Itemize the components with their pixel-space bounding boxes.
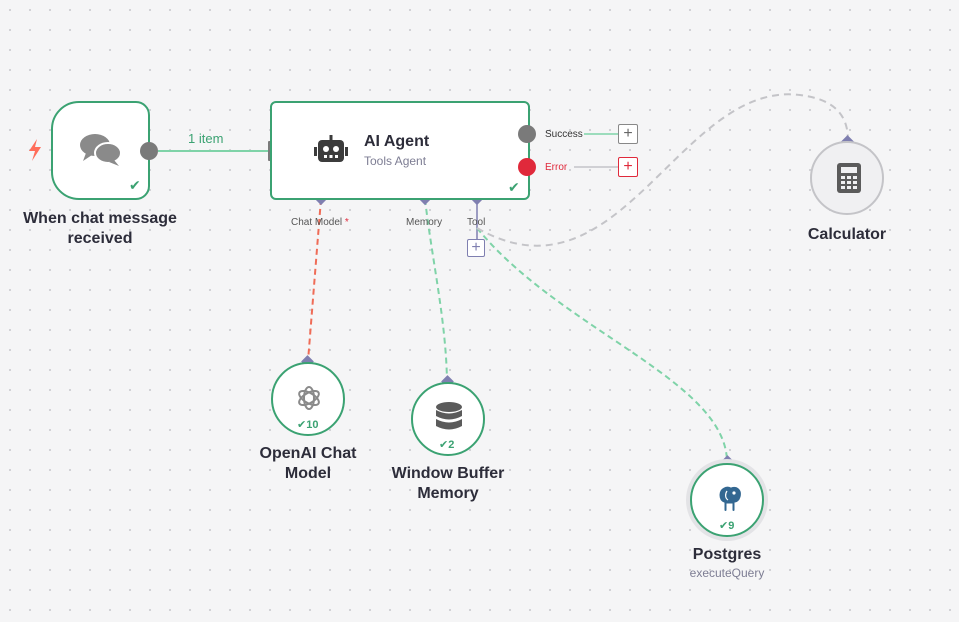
postgres-count-value: 9 bbox=[728, 520, 735, 532]
success-output-label: Success bbox=[545, 129, 583, 140]
chat-bubbles-icon bbox=[78, 132, 124, 173]
trigger-output-connector[interactable] bbox=[140, 142, 158, 160]
openai-run-count: ✔10 bbox=[297, 418, 318, 431]
calculator-node-label: Calculator bbox=[807, 226, 887, 243]
error-output-connector[interactable] bbox=[518, 158, 536, 176]
calculator-node[interactable] bbox=[810, 141, 884, 215]
memory-node-label: Window Buffer Memory bbox=[391, 465, 505, 502]
chat-model-connection[interactable] bbox=[307, 198, 322, 362]
window-buffer-memory-node[interactable]: ✔2 bbox=[411, 382, 485, 456]
chat-model-port-text: Chat Model bbox=[291, 217, 343, 228]
add-success-node-button[interactable]: + bbox=[618, 124, 638, 144]
agent-subtitle: Tools Agent bbox=[364, 154, 427, 168]
trigger-node-label: When chat message received bbox=[23, 210, 177, 247]
openai-node-label: OpenAI Chat Model bbox=[259, 445, 357, 482]
postgres-run-count: ✔9 bbox=[719, 519, 734, 532]
required-asterisk: * bbox=[344, 217, 349, 228]
calculator-connection[interactable] bbox=[476, 93, 849, 247]
add-tool-button[interactable]: + bbox=[467, 239, 485, 257]
memory-run-count: ✔2 bbox=[439, 438, 454, 451]
postgres-elephant-icon bbox=[713, 483, 745, 520]
calculator-icon bbox=[837, 163, 861, 198]
success-check-icon: ✔ bbox=[508, 179, 520, 195]
success-check-icon: ✔ bbox=[129, 177, 141, 193]
postgres-node-subtitle: executeQuery bbox=[689, 566, 765, 580]
postgres-node-label: Postgres bbox=[692, 546, 762, 563]
error-output-label: Error bbox=[545, 162, 568, 173]
success-output-connector[interactable] bbox=[518, 125, 536, 143]
memory-count-value: 2 bbox=[448, 439, 455, 451]
memory-connection[interactable] bbox=[424, 198, 448, 382]
edge-item-count-label: 1 item bbox=[188, 131, 224, 146]
openai-count-value: 10 bbox=[306, 419, 319, 431]
trigger-bolt-icon bbox=[26, 138, 44, 167]
add-error-node-button[interactable]: + bbox=[618, 157, 638, 177]
tool-port-label: Tool bbox=[467, 217, 486, 228]
success-check-icon: ✔ bbox=[439, 439, 449, 451]
chat-trigger-node[interactable]: ✔ bbox=[51, 101, 150, 200]
success-check-icon: ✔ bbox=[297, 419, 307, 431]
chat-model-port-label: Chat Model * bbox=[291, 217, 349, 228]
database-icon bbox=[435, 402, 463, 437]
postgres-connection[interactable] bbox=[476, 227, 728, 462]
postgres-node[interactable]: ✔9 bbox=[690, 463, 764, 537]
success-check-icon: ✔ bbox=[719, 520, 729, 532]
memory-port-label: Memory bbox=[406, 217, 443, 228]
openai-logo-icon bbox=[293, 382, 325, 419]
ai-agent-node[interactable]: AI Agent Tools Agent ✔ bbox=[270, 101, 530, 200]
agent-title: AI Agent bbox=[364, 133, 430, 150]
openai-chat-model-node[interactable]: ✔10 bbox=[271, 362, 345, 436]
robot-icon bbox=[314, 135, 348, 170]
